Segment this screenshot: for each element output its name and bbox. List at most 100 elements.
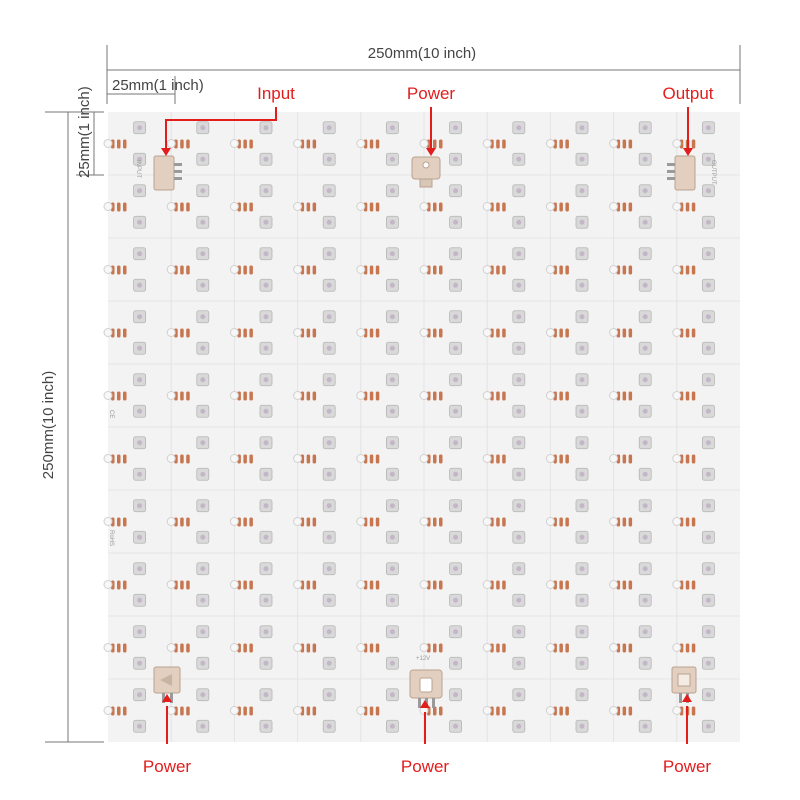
- copper-pad: [559, 328, 563, 338]
- led-die: [453, 660, 459, 666]
- copper-pad: [312, 139, 317, 149]
- led-die: [579, 597, 585, 603]
- copper-pad: [439, 391, 443, 401]
- copper-pad: [559, 454, 563, 464]
- led-die: [579, 629, 585, 635]
- copper-pad: [186, 328, 190, 338]
- copper-pad: [375, 265, 380, 275]
- led-die: [705, 629, 711, 635]
- copper-pad: [117, 517, 121, 527]
- copper-pad: [433, 328, 437, 338]
- led-die: [200, 534, 206, 540]
- copper-pad: [685, 517, 690, 527]
- led-die: [453, 251, 459, 257]
- copper-pad: [369, 391, 374, 401]
- led-die: [579, 251, 585, 257]
- copper-pad: [565, 454, 569, 464]
- copper-pad: [375, 328, 380, 338]
- via-ring: [545, 202, 555, 211]
- via-ring: [229, 706, 239, 715]
- copper-pad: [439, 202, 443, 212]
- led-die: [326, 125, 332, 131]
- copper-pad: [249, 706, 253, 716]
- via-ring: [609, 517, 619, 526]
- led-die: [200, 440, 206, 446]
- led-die: [453, 723, 459, 729]
- led-die: [137, 408, 143, 414]
- led-die: [263, 251, 269, 257]
- led-die: [137, 692, 143, 698]
- led-die: [705, 125, 711, 131]
- copper-pad: [117, 706, 121, 716]
- copper-pad: [439, 328, 443, 338]
- led-die: [263, 660, 269, 666]
- callout-power-bottom-right: Power: [663, 757, 712, 776]
- copper-pad: [433, 706, 437, 716]
- led-die: [137, 629, 143, 635]
- copper-pad: [439, 517, 443, 527]
- copper-pad: [243, 202, 247, 212]
- via-ring: [545, 706, 555, 715]
- via-ring: [356, 517, 366, 526]
- copper-pad: [123, 139, 127, 149]
- copper-pad: [559, 706, 563, 716]
- via-ring: [166, 265, 176, 274]
- via-ring: [103, 391, 113, 400]
- power-connector-bottom-left: [153, 666, 181, 703]
- via-ring: [609, 580, 619, 589]
- led-die: [705, 282, 711, 288]
- led-die: [516, 219, 522, 225]
- led-die: [200, 314, 206, 320]
- led-die: [453, 345, 459, 351]
- copper-pad: [123, 454, 127, 464]
- via-ring: [229, 139, 239, 148]
- led-die: [200, 566, 206, 572]
- copper-pad: [117, 139, 121, 149]
- led-die: [137, 723, 143, 729]
- copper-pad: [306, 454, 311, 464]
- led-die: [579, 156, 585, 162]
- led-die: [326, 282, 332, 288]
- led-die: [705, 692, 711, 698]
- copper-pad: [685, 391, 690, 401]
- copper-pad: [691, 706, 696, 716]
- via-ring: [103, 643, 113, 652]
- led-die: [642, 408, 648, 414]
- copper-pad: [502, 139, 506, 149]
- via-ring: [229, 454, 239, 463]
- led-die: [579, 188, 585, 194]
- copper-pad: [375, 643, 380, 653]
- copper-pad: [502, 454, 506, 464]
- copper-pad: [186, 643, 190, 653]
- led-die: [642, 692, 648, 698]
- copper-pad: [691, 580, 696, 590]
- led-die: [137, 503, 143, 509]
- copper-pad: [369, 643, 374, 653]
- copper-pad: [306, 643, 311, 653]
- callout-power-top: Power: [407, 84, 456, 103]
- copper-pad: [559, 202, 563, 212]
- led-die: [642, 597, 648, 603]
- via-ring: [356, 706, 366, 715]
- via-ring: [103, 139, 113, 148]
- copper-pad: [123, 517, 127, 527]
- copper-pad: [502, 328, 506, 338]
- via-ring: [356, 580, 366, 589]
- copper-pad: [502, 517, 506, 527]
- led-die: [516, 345, 522, 351]
- led-die: [263, 219, 269, 225]
- via-ring: [356, 391, 366, 400]
- copper-pad: [565, 580, 569, 590]
- led-die: [137, 251, 143, 257]
- led-die: [137, 440, 143, 446]
- led-die: [137, 125, 143, 131]
- copper-pad: [243, 328, 247, 338]
- led-die: [200, 408, 206, 414]
- copper-pad: [496, 328, 500, 338]
- led-die: [200, 251, 206, 257]
- copper-pad: [306, 139, 311, 149]
- led-die: [705, 345, 711, 351]
- led-die: [579, 660, 585, 666]
- copper-pad: [180, 391, 184, 401]
- copper-pad: [559, 643, 563, 653]
